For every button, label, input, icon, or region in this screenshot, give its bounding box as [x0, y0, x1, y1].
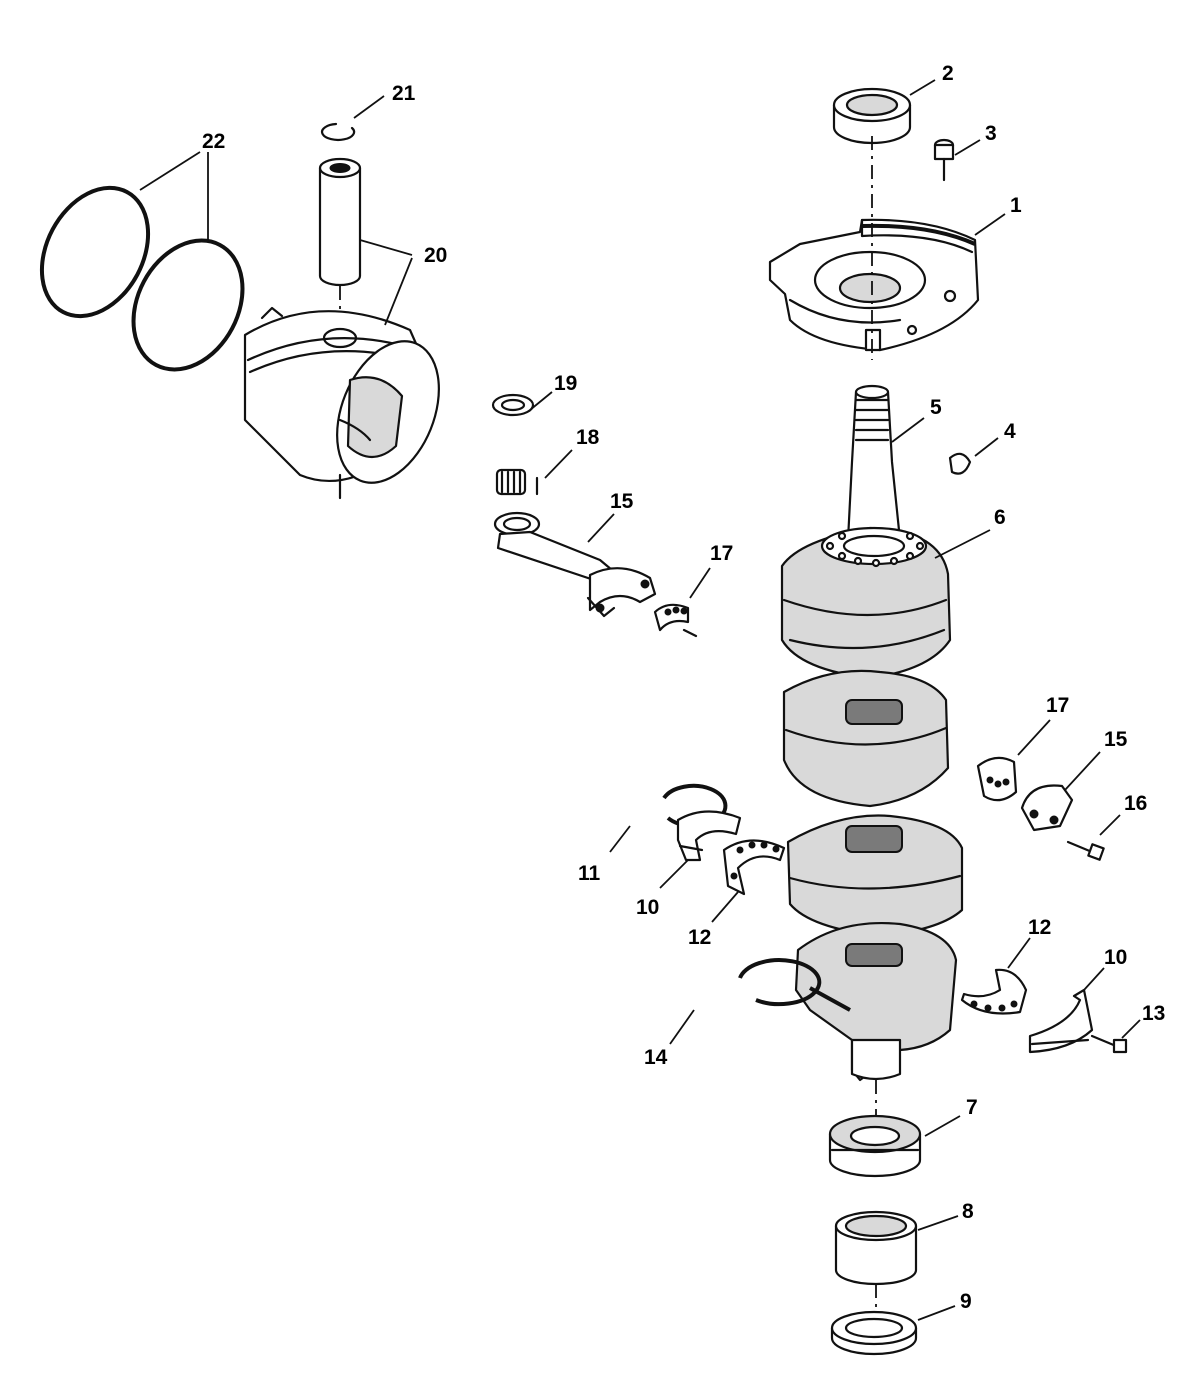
rod-needle-bearing-upper[interactable] — [653, 603, 698, 638]
race-retaining-screw[interactable] — [1090, 1034, 1128, 1054]
wrist-pin-circlip[interactable] — [320, 122, 356, 142]
lower-bearing-retainer[interactable] — [828, 1080, 922, 1178]
callout-20: 20 — [424, 244, 447, 267]
rod-needle-bearing-lower[interactable] — [976, 756, 1018, 802]
rod-cap-bolt[interactable] — [1066, 840, 1105, 861]
callout-10-right: 10 — [1104, 946, 1127, 969]
callout-13: 13 — [1142, 1002, 1165, 1025]
callout-16: 16 — [1124, 792, 1147, 815]
leader-lines — [139, 79, 1141, 1321]
bearing-race-half-right[interactable] — [1028, 988, 1094, 1054]
head-screw[interactable] — [933, 138, 955, 182]
callout-9: 9 — [960, 1290, 972, 1313]
piston-ring-upper[interactable] — [21, 169, 170, 334]
callout-8: 8 — [962, 1200, 974, 1223]
callout-15-cap: 15 — [1104, 728, 1128, 751]
callout-21: 21 — [392, 82, 416, 105]
callout-5: 5 — [930, 396, 942, 419]
connecting-rod[interactable] — [493, 511, 657, 618]
bearing-race-half-left[interactable] — [676, 810, 742, 862]
upper-oil-seal[interactable] — [832, 87, 912, 145]
callout-17-lower: 17 — [1046, 694, 1069, 717]
lower-roller-bearing[interactable] — [834, 1210, 918, 1314]
callout-4: 4 — [1004, 420, 1016, 443]
callout-10-left: 10 — [636, 896, 659, 919]
piston-ring-lower[interactable] — [112, 221, 264, 388]
callout-19: 19 — [554, 372, 577, 395]
callout-22: 22 — [202, 130, 225, 153]
connecting-rod-cap[interactable] — [1020, 784, 1074, 832]
wrist-pin[interactable] — [318, 157, 362, 330]
retaining-ring-lower[interactable] — [738, 958, 822, 1007]
callout-18: 18 — [576, 426, 600, 449]
callout-6: 6 — [994, 506, 1006, 529]
callout-1: 1 — [1010, 194, 1022, 217]
crankshaft[interactable] — [780, 136, 964, 1082]
callout-17-upper: 17 — [710, 542, 733, 565]
callout-2: 2 — [942, 62, 954, 85]
callout-11: 11 — [578, 862, 601, 885]
piston-pin-needle-bearing[interactable] — [495, 468, 539, 496]
thrust-washer[interactable] — [491, 393, 535, 417]
callout-12-right: 12 — [1028, 916, 1051, 939]
callout-3: 3 — [985, 122, 997, 145]
needle-bearing-half-left[interactable] — [722, 839, 786, 896]
callout-7: 7 — [966, 1096, 978, 1119]
lower-seal-washer[interactable] — [830, 1310, 918, 1356]
callout-15-rod: 15 — [610, 490, 634, 513]
crankcase-upper-head[interactable] — [768, 218, 980, 352]
callout-12-left: 12 — [688, 926, 711, 949]
upper-main-ball-bearing[interactable] — [820, 526, 928, 568]
needle-bearing-half-right[interactable] — [960, 968, 1028, 1015]
woodruff-key[interactable] — [948, 452, 972, 475]
callout-14: 14 — [644, 1046, 668, 1069]
callout-labels: 1 2 3 4 5 6 7 8 9 10 10 11 12 12 13 14 1… — [202, 62, 1165, 1313]
piston[interactable] — [243, 306, 458, 500]
